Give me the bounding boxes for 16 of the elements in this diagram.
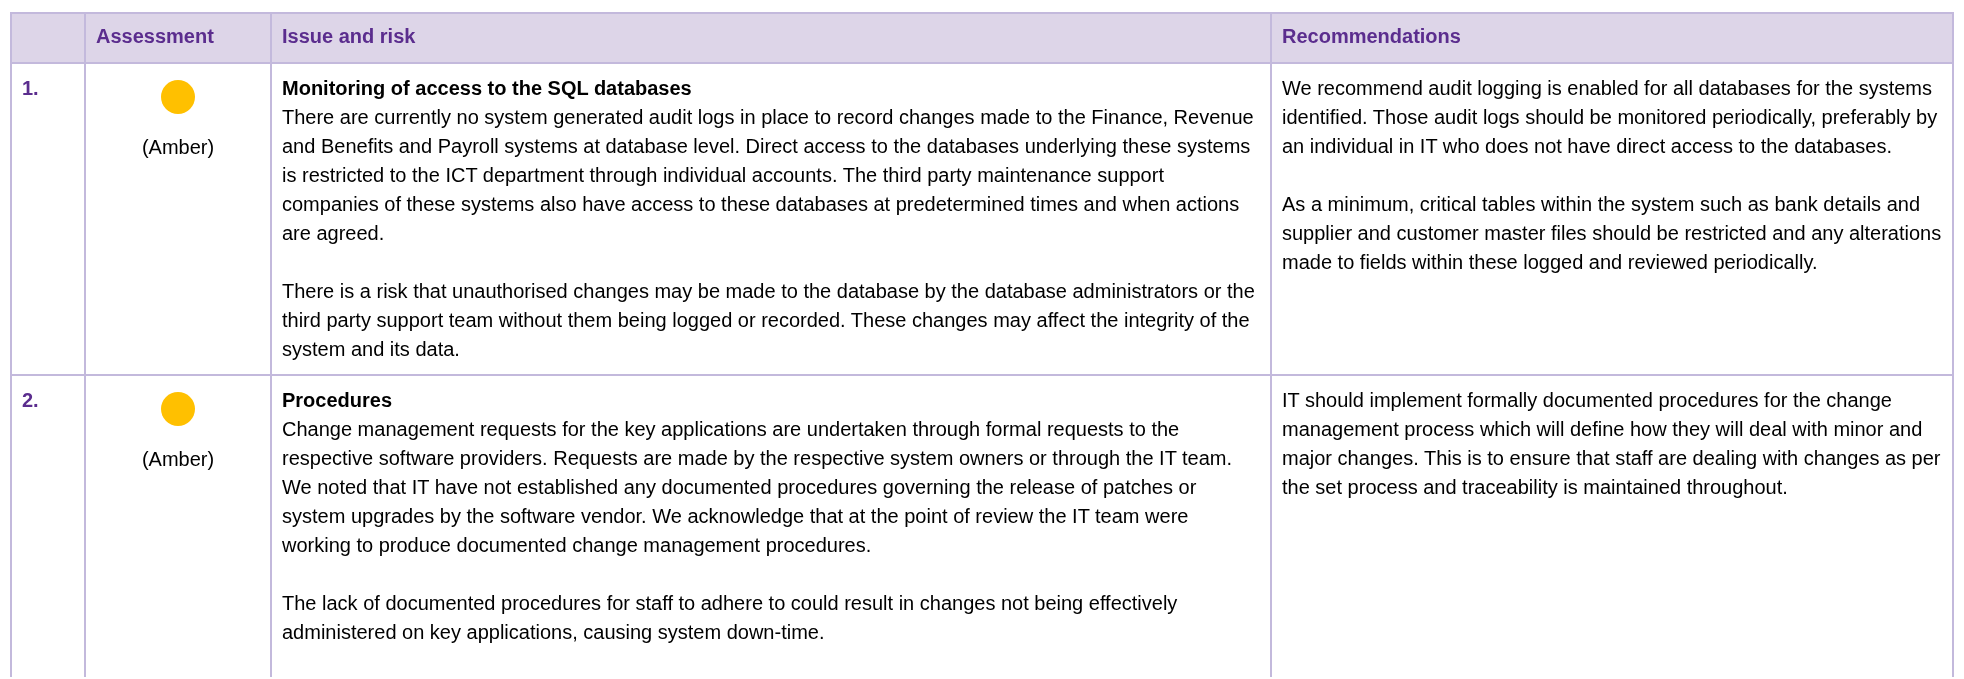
column-header: Issue and risk bbox=[282, 24, 417, 49]
rating-label: (Amber) bbox=[141, 447, 215, 472]
paragraph: There are currently no system generated audit logs in place to record changes made to the Finance, Revenue and Benefits and Payroll systems at database level. Direct access to the databases underlying these systems is restricted to the ICT department through individual accounts. The third party maintenance support companies of these systems also have access to these databases at predetermined times and when actions are agreed. bbox=[282, 105, 1255, 246]
column-header: Assessment bbox=[96, 24, 215, 49]
paragraph: IT should implement formally documented procedures for the change management process which will define how they will deal with minor and major changes. This is to ensure that staff are dealing with changes as per the set process and traceability is maintained throughout. bbox=[1282, 388, 1942, 500]
rating-label: (Amber) bbox=[141, 135, 215, 160]
column-header: Recommendations bbox=[1282, 24, 1462, 49]
paragraph: We recommend audit logging is enabled for all databases for the systems identified. Those audit logs should be monitored periodically, preferably by an individual in IT who does not have direct access to the databases. bbox=[1282, 76, 1939, 159]
issue-heading: Procedures bbox=[282, 388, 394, 413]
paragraph: Change management requests for the key applications are undertaken through formal requests to the respective software providers. Requests are made by the respective system owners or through the IT team. We noted that IT have not established any documented procedures governing the release of patches or system upgrades by the software vendor. We acknowledge that at the point of review the IT team were working to produce documented change management procedures. bbox=[282, 417, 1234, 558]
issue-heading: Monitoring of access to the SQL databases bbox=[282, 76, 693, 101]
row-number: 2. bbox=[22, 388, 40, 413]
paragraph: As a minimum, critical tables within the system such as bank details and supplier and customer master files should be restricted and any alterations made to fields within these logged and reviewed periodically. bbox=[1282, 192, 1942, 275]
paragraph: There is a risk that unauthorised changes may be made to the database by the database administrators or the third party support team without them being logged or recorded. These changes may affect the integrity of the system and its data. bbox=[282, 279, 1256, 362]
paragraph: The lack of documented procedures for staff to adhere to could result in changes not being effectively administered on key applications, causing system down-time. bbox=[282, 591, 1179, 645]
row-number: 1. bbox=[22, 76, 40, 101]
